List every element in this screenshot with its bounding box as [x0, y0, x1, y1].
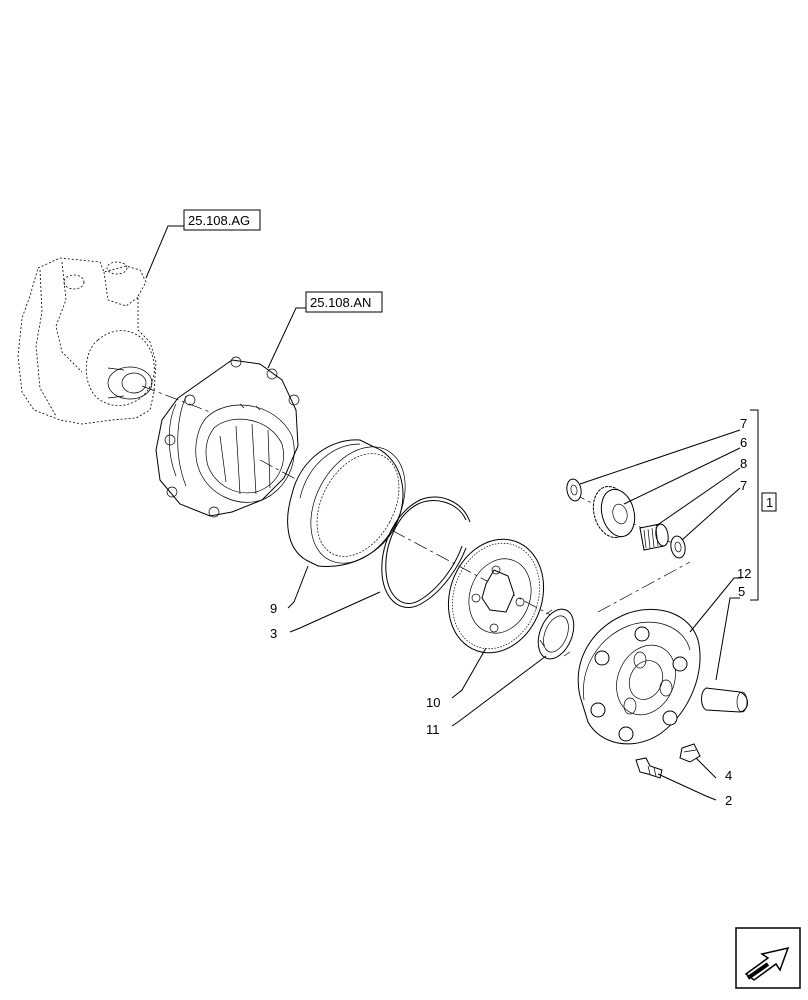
steering-knuckle-part [17, 257, 157, 425]
plug-part [679, 743, 701, 763]
callout-7-upper-label: 7 [740, 416, 747, 431]
hub-housing-part [155, 356, 300, 518]
callout-5-label: 5 [738, 584, 745, 599]
callout-labels: 1 7 6 8 7 12 5 9 3 10 11 4 2 [270, 416, 777, 808]
ring-gear-hub-part [447, 538, 545, 654]
next-page-arrow-icon[interactable] [735, 927, 801, 989]
planet-carrier-part [577, 608, 701, 745]
screw-part [635, 757, 663, 779]
callout-7-lower-label: 7 [740, 478, 747, 493]
callout-3-label: 3 [270, 626, 277, 641]
reference-ag-label: 25.108.AG [188, 213, 250, 228]
snap-ring-part [381, 496, 471, 608]
reference-box-an[interactable]: 25.108.AN [305, 291, 383, 313]
planet-gear-part [592, 485, 636, 539]
thrust-washer-upper-part [566, 478, 582, 502]
ring-gear-part [287, 439, 406, 568]
leader-lines [145, 225, 742, 801]
callout-4-label: 4 [725, 768, 732, 783]
reference-box-ag[interactable]: 25.108.AG [183, 209, 261, 231]
callout-1-label: 1 [766, 495, 773, 510]
planet-pin-part [701, 687, 748, 713]
callout-6-label: 6 [740, 435, 747, 450]
callout-1: 1 [761, 492, 777, 512]
thrust-washer-lower-part [670, 535, 686, 559]
callout-9-label: 9 [270, 601, 277, 616]
callout-10-label: 10 [426, 695, 440, 710]
lock-ring-part [537, 608, 575, 660]
needle-bearing-part [639, 523, 669, 551]
callout-11-label: 11 [426, 722, 440, 737]
callout-8-label: 8 [740, 456, 747, 471]
group-bracket [750, 409, 759, 601]
callout-2-label: 2 [725, 793, 732, 808]
callout-12-label: 12 [737, 566, 751, 581]
reference-an-label: 25.108.AN [310, 295, 371, 310]
